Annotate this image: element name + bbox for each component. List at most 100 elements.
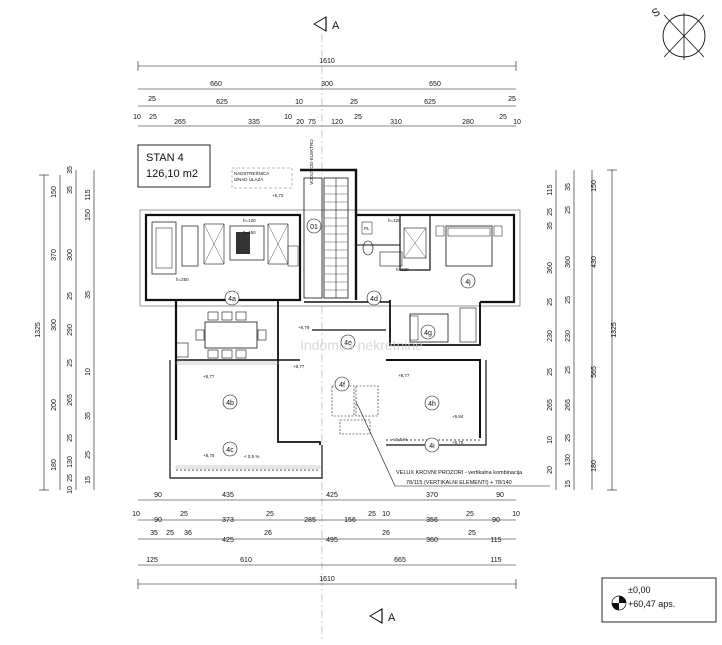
dim-bot-r3-9: 25 <box>468 530 476 537</box>
dim-top-r3-1: 10 <box>133 114 141 121</box>
room-tag-4c: 4c <box>222 441 238 457</box>
dim-left-r3-1: 150 <box>85 209 92 221</box>
svg-text:4g: 4g <box>424 330 432 337</box>
svg-text:4d: 4d <box>370 296 378 303</box>
dim-left-r2-2: 35 <box>67 186 74 194</box>
sill-note-1: h=120 <box>243 218 256 223</box>
slope-1: < 0,5 % <box>244 454 259 459</box>
dim-left-r3-4: 35 <box>85 412 92 420</box>
dim-left-r2-6: 290 <box>67 324 74 336</box>
dim-right-r2-4: 25 <box>565 296 572 304</box>
dim-bot-r4-3: 665 <box>394 557 406 564</box>
top-dimension-row1: 660 300 650 <box>138 81 516 90</box>
dim-top-r3-3: 265 <box>174 119 186 126</box>
spot-level-8: +5,72 <box>272 193 284 198</box>
dim-left-total: 1325 <box>35 322 42 338</box>
dim-right-r2-5: 230 <box>565 330 572 342</box>
bath-tag: PL <box>364 226 370 231</box>
left-dimension-row2: 35 35 115 300 25 290 25 265 25 130 25 10 <box>67 166 92 494</box>
dim-top-r3-8: 120 <box>331 119 343 126</box>
dim-top-r2-a: 25 <box>148 96 156 103</box>
dim-top-r3-10: 310 <box>390 119 402 126</box>
dim-left-r1-3: 300 <box>51 319 58 331</box>
velux-note-line1: VELUX KROVNI PROZORI - vertikalna kombin… <box>396 470 523 476</box>
dim-bot-r1-3: 425 <box>326 492 338 499</box>
dim-bot-r4-4: 115 <box>490 557 501 564</box>
dim-right-r2-3: 360 <box>565 256 572 268</box>
dim-right-r3-8: 265 <box>547 399 554 411</box>
dim-right-r3-9: 10 <box>547 436 554 444</box>
svg-text:4i: 4i <box>429 443 435 450</box>
bedroom-main <box>435 225 503 267</box>
dim-right-r1-3: 565 <box>591 366 598 378</box>
dim-right-r2-10: 15 <box>565 480 572 488</box>
dim-left-r2-10: 130 <box>67 456 74 468</box>
room-tag-4i: 4i <box>424 437 440 453</box>
dim-right-r1-2: 430 <box>591 256 598 268</box>
svg-text:4j: 4j <box>465 279 471 286</box>
section-label-bottom: A <box>388 612 396 624</box>
room-tag-4a: 4a <box>224 290 240 306</box>
dim-right-r3-1: 115 <box>547 184 554 195</box>
velux-leader: VELUX KROVNI PROZORI - vertikalna kombin… <box>355 401 550 487</box>
room-tag-01: 01 <box>306 218 322 234</box>
building-walls <box>139 168 521 479</box>
dim-top-r3-11: 280 <box>462 119 474 126</box>
velux-windows <box>331 385 379 435</box>
dim-top-r2-f: 25 <box>508 96 516 103</box>
canopy-label: NADSTREŠNICA IZNAD ULAZA <box>231 167 293 189</box>
dim-left-r3-5: 25 <box>85 451 92 459</box>
dim-left-r1-1: 150 <box>51 186 58 198</box>
top-dimension-row3: 10 25 265 335 10 20 75 120 25 310 280 25… <box>133 114 521 127</box>
bottom-dimension-row2: 10 90 25 373 25 285 156 25 10 356 25 90 … <box>132 511 520 524</box>
dim-right-r3-5: 25 <box>547 298 554 306</box>
right-dimension-row2: 35 25 360 25 230 25 265 25 130 15 <box>565 170 575 490</box>
dim-top-r2-c: 10 <box>295 99 303 106</box>
dim-top-r3-2: 25 <box>149 114 157 121</box>
sill-note-2: h=150 <box>243 230 256 235</box>
dim-bot-r3-5: 26 <box>264 530 272 537</box>
dim-top-r3-13: 10 <box>513 119 521 126</box>
room-labels: 4a 4b 4c 4d 4e 4f 4g 4h 4i 4j 01 <box>222 218 476 457</box>
elevation-abs: +60,47 aps. <box>628 599 675 609</box>
dim-top-r1-c: 650 <box>429 81 441 88</box>
dim-top-r2-e: 625 <box>424 99 436 106</box>
dim-top-r3-7: 75 <box>308 119 316 126</box>
dim-left-r2-1: 35 <box>67 166 74 174</box>
canopy-label-line2: IZNAD ULAZA <box>234 177 263 182</box>
bottom-dimension-row3: 35 25 36 425 26 495 26 360 25 115 <box>138 530 516 544</box>
sill-note-4: h=120 <box>388 218 401 223</box>
svg-text:01: 01 <box>310 224 318 231</box>
svg-text:4e: 4e <box>344 340 352 347</box>
dim-right-r3-2: 25 <box>547 208 554 216</box>
spot-levels: +8,79 +8,77 +8,77 +8,77 +5,84 +8,75 +8,7… <box>203 193 464 459</box>
dim-right-r1-1: 150 <box>591 180 598 192</box>
dim-top-r3-4: 335 <box>248 119 260 126</box>
section-marker-bottom: A <box>369 608 396 624</box>
dim-right-r2-7: 265 <box>565 399 572 411</box>
dim-right-r3-6: 230 <box>547 330 554 342</box>
room-tag-4g: 4g <box>420 324 436 340</box>
svg-text:4a: 4a <box>228 296 236 303</box>
bedroom-second <box>409 307 477 343</box>
dim-bot-r3-6: 495 <box>326 537 338 544</box>
dim-top-r1-b: 300 <box>321 81 333 88</box>
north-label: S <box>650 6 662 20</box>
dim-bot-r2-7: 156 <box>344 517 356 524</box>
svg-text:4h: 4h <box>428 401 436 408</box>
dim-bot-r4-2: 610 <box>240 557 252 564</box>
dim-right-r3-7: 25 <box>547 368 554 376</box>
dim-bot-r3-2: 25 <box>166 530 174 537</box>
room-tag-4f: 4f <box>334 376 350 392</box>
dim-right-r3-4: 360 <box>547 262 554 274</box>
dim-bot-r2-1: 10 <box>132 511 140 518</box>
dim-left-r1-4: 200 <box>51 399 58 411</box>
dim-left-r2-7: 25 <box>67 359 74 367</box>
dim-left-r2-9: 25 <box>67 434 74 442</box>
dim-right-total: 1325 <box>611 322 618 338</box>
dim-top-r3-9: 25 <box>354 114 362 121</box>
spot-level-4: +8,77 <box>398 373 410 378</box>
terrace-edge-dots <box>175 361 321 469</box>
dim-bot-r1-2: 435 <box>222 492 234 499</box>
